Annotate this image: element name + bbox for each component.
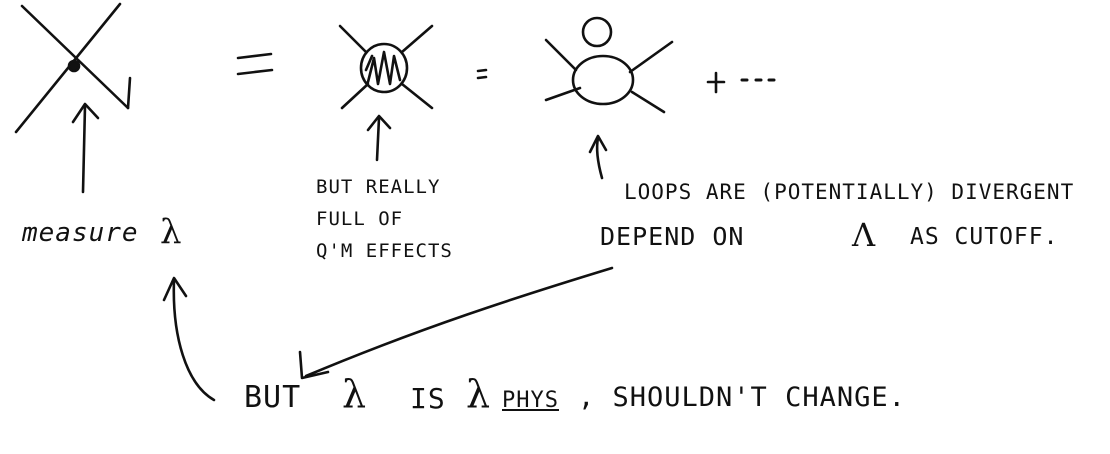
bottom-lambda: λ [342,372,368,416]
measure-lambda: λ [160,212,183,252]
loops-note-depend-on: DEPEND ON [600,222,745,251]
bottom-phys-subscript: PHYS [502,388,559,413]
plus-sign [706,71,726,94]
one-loop-diagram [544,16,674,114]
bottom-shouldnt-change: , SHOULDN'T CHANGE. [578,382,906,413]
loops-note-as-cutoff: AS CUTOFF. [910,224,1059,250]
blob-note-line-2: FULL OF [316,208,404,230]
bottom-lambda-phys: λ [466,372,492,416]
bottom-is: IS [410,382,446,415]
arrow-to-blob [366,114,392,162]
arrow-bottom-to-lambda [162,276,216,402]
loops-note-line-1: LOOPS ARE (POTENTIALLY) DIVERGENT [624,180,1075,204]
equals-sign-big [236,52,274,76]
blob-note-line-3: Q'M EFFECTS [316,240,453,262]
arrow-to-loop [588,134,608,180]
loops-note-cutoff-lambda: Λ [852,216,877,254]
hatched-blob-vertex [338,24,434,110]
blob-note-line-1: BUT REALLY [316,176,441,198]
measure-label: measure [22,218,139,248]
arrow-to-vertex [71,102,100,194]
equals-sign-small [476,68,488,80]
arrow-loops-to-bottom [298,266,614,380]
bottom-but: BUT [244,380,302,415]
four-point-vertex [14,2,132,134]
